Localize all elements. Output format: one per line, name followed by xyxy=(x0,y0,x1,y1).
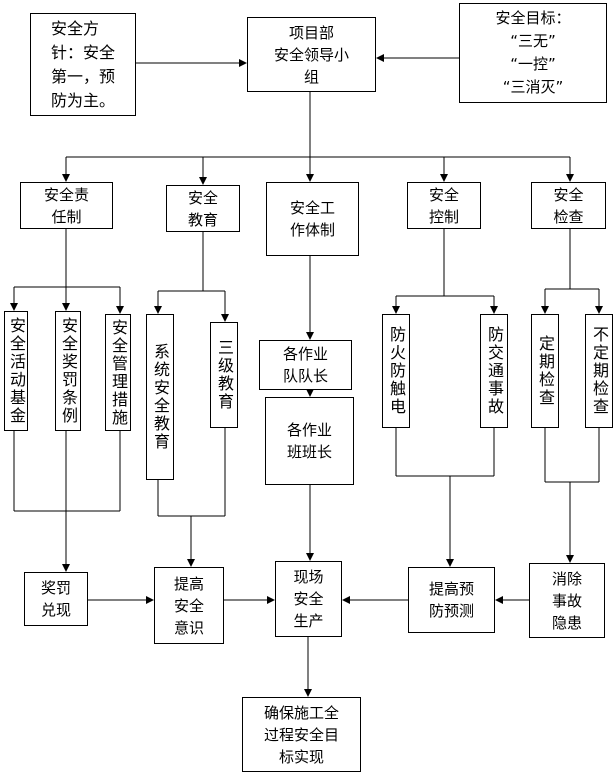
safety-policy-text: 安全方 针：安全 第一，预 防为主。 xyxy=(50,18,115,110)
site-safety-production-box: 现场 安全 生产 xyxy=(275,561,342,637)
responsibility-system-text: 安全责 任制 xyxy=(43,185,89,226)
regular-inspection-box: 定期检查 xyxy=(531,314,559,428)
system-education-box: 系统安全教育 xyxy=(146,314,174,480)
safety-fund-box: 安全活动基金 xyxy=(4,311,28,431)
responsibility-system-box: 安全责 任制 xyxy=(20,182,113,229)
management-measures-box: 安全管理措施 xyxy=(105,314,131,431)
team-captain-text: 各作业 队队长 xyxy=(282,345,328,385)
management-measures-text: 安全管理措施 xyxy=(109,318,128,427)
reward-rules-box: 安全奖罚条例 xyxy=(55,311,81,431)
traffic-prevention-text: 防交通事故 xyxy=(485,326,504,416)
eliminate-hazards-box: 消除 事故 隐患 xyxy=(529,563,605,638)
raise-awareness-box: 提高 安全 意识 xyxy=(154,567,224,644)
improve-prediction-text: 提高预 防预测 xyxy=(428,580,474,620)
goal-realization-text: 确保施工全 过程安全目 标实现 xyxy=(263,703,339,766)
irregular-inspection-text: 不定期检查 xyxy=(590,326,609,416)
leadership-group-text: 项目部 安全领导小 组 xyxy=(273,23,349,86)
improve-prediction-box: 提高预 防预测 xyxy=(408,567,495,633)
safety-education-box: 安全 教育 xyxy=(166,185,240,232)
leadership-group-box: 项目部 安全领导小 组 xyxy=(247,17,376,92)
safety-education-text: 安全 教育 xyxy=(187,188,218,229)
team-leader-text: 各作业 班班长 xyxy=(286,421,332,461)
reward-fulfillment-box: 奖罚 兑现 xyxy=(24,572,88,626)
team-leader-box: 各作业 班班长 xyxy=(265,397,354,485)
raise-awareness-text: 提高 安全 意识 xyxy=(173,574,204,637)
site-safety-production-text: 现场 安全 生产 xyxy=(293,568,324,630)
safety-fund-text: 安全活动基金 xyxy=(7,317,26,425)
work-system-text: 安全工 作体制 xyxy=(289,199,335,239)
three-level-education-text: 三级教育 xyxy=(215,339,234,411)
three-level-education-box: 三级教育 xyxy=(210,322,238,428)
safety-goal-text: 安全目标： “三无” “一控” “三消灭” xyxy=(495,9,571,96)
safety-inspection-box: 安全 检查 xyxy=(531,182,606,229)
reward-fulfillment-text: 奖罚 兑现 xyxy=(40,579,71,619)
team-captain-box: 各作业 队队长 xyxy=(259,340,352,390)
system-education-text: 系统安全教育 xyxy=(151,343,170,451)
safety-control-box: 安全 控制 xyxy=(407,182,481,229)
regular-inspection-text: 定期检查 xyxy=(536,335,555,407)
work-system-box: 安全工 作体制 xyxy=(266,182,359,256)
reward-rules-text: 安全奖罚条例 xyxy=(59,317,78,425)
safety-policy-box: 安全方 针：安全 第一，预 防为主。 xyxy=(30,13,136,116)
goal-realization-box: 确保施工全 过程安全目 标实现 xyxy=(242,697,361,772)
safety-inspection-text: 安全 检查 xyxy=(553,185,584,226)
fire-electric-prevention-box: 防火防触电 xyxy=(382,314,410,428)
fire-electric-prevention-text: 防火防触电 xyxy=(387,326,406,416)
safety-goal-box: 安全目标： “三无” “一控” “三消灭” xyxy=(459,3,607,103)
traffic-prevention-box: 防交通事故 xyxy=(480,314,508,428)
safety-control-text: 安全 控制 xyxy=(428,185,459,226)
eliminate-hazards-text: 消除 事故 隐患 xyxy=(551,569,582,632)
irregular-inspection-box: 不定期检查 xyxy=(585,314,613,428)
